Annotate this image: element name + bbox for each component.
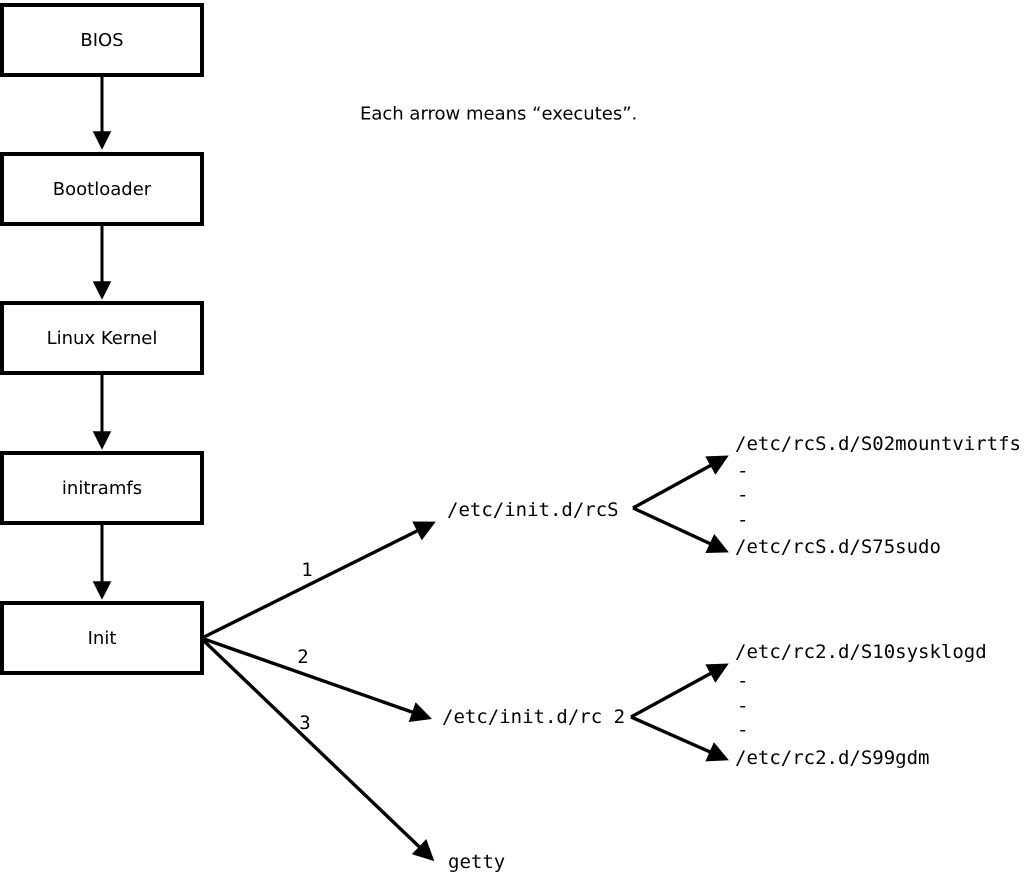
init-branch-order-2: 2 [297,646,309,668]
boot-stage-box-bootloader: Bootloader [0,152,204,226]
boot-stage-label-kernel: Linux Kernel [46,327,158,349]
rcs-script-s02mountvirtfs: /etc/rcS.d/S02mountvirtfs [735,433,1021,455]
rc2-script-s10sysklogd: /etc/rc2.d/S10sysklogd [735,641,987,663]
boot-stage-label-initramfs: initramfs [61,477,143,499]
arrow-rc2-to-s10sysklogd [630,663,729,719]
boot-stage-box-kernel: Linux Kernel [0,301,204,375]
init-target-rcs: /etc/init.d/rcS [447,499,619,521]
rc2-script-ellipsis-dash: - [737,670,749,692]
rc2-script-ellipsis-dash: - [737,695,749,717]
init-target-rc2: /etc/init.d/rc 2 [442,706,626,728]
rc2-script-ellipsis-dash: - [737,719,749,741]
rc2-script-s99gdm: /etc/rc2.d/S99gdm [735,747,930,769]
boot-stage-label-bios: BIOS [80,29,124,51]
rcs-script-ellipsis-dash: - [737,484,749,506]
arrow-rcs-to-s75sudo [632,506,729,554]
arrow-init-to-rc2 [203,637,432,723]
init-branch-order-1: 1 [301,559,313,581]
rcs-script-ellipsis-dash: - [737,509,749,531]
arrow-init-to-getty [202,639,435,862]
rc2-branch-arrows [630,663,729,762]
init-target-getty: getty [448,851,506,873]
init-branch-order-3: 3 [299,712,311,734]
arrow-rcs-to-s02mountvirtfs [632,455,729,510]
boot-stage-box-initramfs: initramfs [0,451,204,525]
arrow-init-to-rcs [203,521,436,639]
arrow-rc2-to-s99gdm [630,715,729,762]
boot-stage-box-bios: BIOS [0,3,204,77]
boot-stage-label-init: Init [87,627,117,649]
rcs-branch-arrows [632,455,729,554]
boot-stage-label-bootloader: Bootloader [52,178,152,200]
arrow-meaning-note: Each arrow means “executes”. [360,103,638,125]
rcs-script-ellipsis-dash: - [737,460,749,482]
rcs-script-s75sudo: /etc/rcS.d/S75sudo [735,536,941,558]
init-fan-arrows [202,521,436,862]
boot-stage-box-init: Init [0,601,204,675]
